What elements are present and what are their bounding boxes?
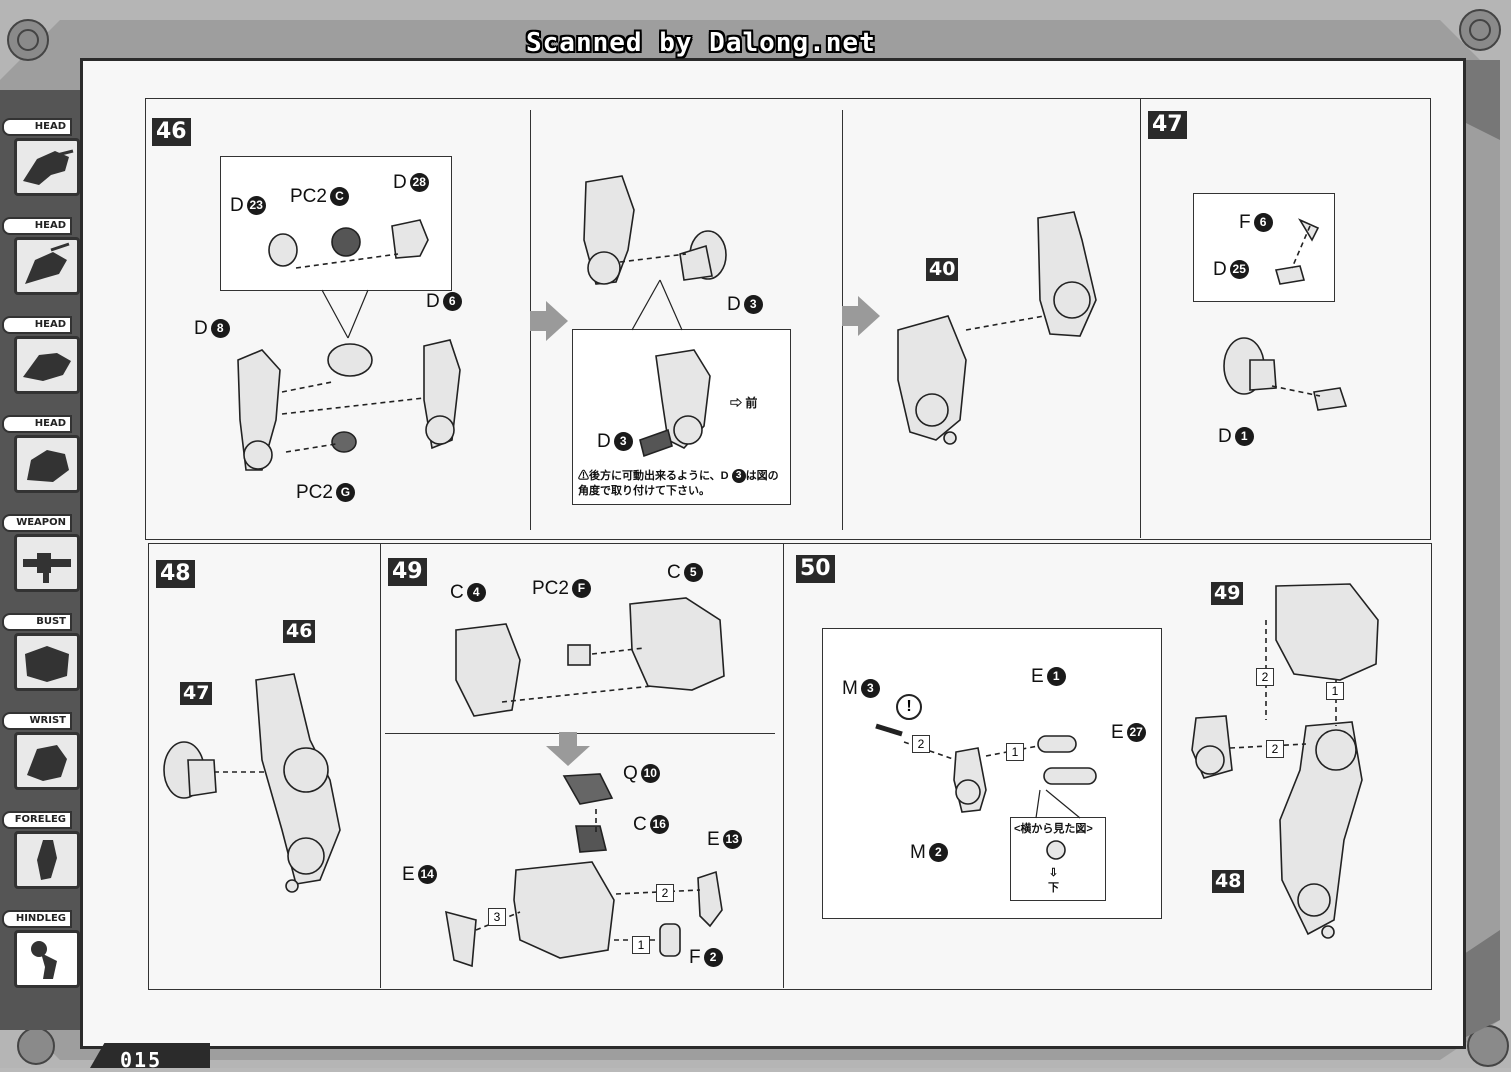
order-marker: 1 xyxy=(1326,682,1344,700)
sidebar-tab-label: BUST xyxy=(2,613,72,631)
sub-assembly-ref: 47 xyxy=(180,682,213,705)
sidebar-tab-foreleg[interactable]: FORELEG xyxy=(2,807,80,899)
sidebar-tab-head-3[interactable]: HEAD xyxy=(2,312,80,404)
sidebar-tab-label: HEAD xyxy=(2,217,72,235)
page-number-tab xyxy=(90,1043,210,1068)
step-46-number: 46 xyxy=(152,118,191,146)
sub-assembly-ref: 49 xyxy=(1211,582,1244,605)
divider xyxy=(380,543,381,988)
sidebar-tab-wrist[interactable]: WRIST xyxy=(2,708,80,800)
foreleg-icon xyxy=(14,831,80,889)
step-arrow-down xyxy=(546,732,590,766)
order-marker: 1 xyxy=(1006,743,1024,761)
page-number: 015 xyxy=(120,1048,163,1072)
sub-assembly-ref: 46 xyxy=(283,620,316,643)
bust-icon xyxy=(14,633,80,691)
order-marker: 2 xyxy=(656,884,674,902)
arrow-down-icon: ⇩ xyxy=(1048,867,1059,879)
order-marker: 2 xyxy=(912,735,930,753)
side-view-label: <横から見た図> xyxy=(1014,823,1093,835)
step-50-number: 50 xyxy=(796,555,835,583)
weapon-icon xyxy=(14,534,80,592)
sidebar-tab-head-2[interactable]: HEAD xyxy=(2,213,80,305)
sub-assembly-ref: 40 xyxy=(926,258,959,281)
sidebar-tab-hindleg[interactable]: HINDLEG xyxy=(2,906,80,998)
direction-note: ⇨ 前 xyxy=(730,396,758,410)
sidebar-tab-label: HINDLEG xyxy=(2,910,72,928)
order-marker: 3 xyxy=(488,908,506,926)
sidebar-tab-label: HEAD xyxy=(2,118,72,136)
sidebar-tab-label: FORELEG xyxy=(2,811,72,829)
head-icon xyxy=(14,138,80,196)
step-arrow-right xyxy=(530,301,568,341)
step-arrow-right xyxy=(842,296,880,336)
sidebar-tab-head-1[interactable]: HEAD xyxy=(2,114,80,206)
arrow-right-icon: ⇨ xyxy=(730,396,743,410)
divider xyxy=(783,543,784,988)
divider xyxy=(385,733,775,734)
sidebar-tab-head-4[interactable]: HEAD xyxy=(2,411,80,503)
sidebar-tab-label: WRIST xyxy=(2,712,72,730)
bottom-row-panel xyxy=(148,543,1432,990)
divider xyxy=(1140,98,1141,538)
top-row-panel xyxy=(145,98,1431,540)
caution-icon: ! xyxy=(896,694,922,720)
sub-assembly-ref: 48 xyxy=(1212,870,1245,893)
head-icon xyxy=(14,435,80,493)
scanned-by-watermark: Scanned by Dalong.net xyxy=(526,28,876,58)
sidebar-tab-label: HEAD xyxy=(2,415,72,433)
step-49-number: 49 xyxy=(388,558,427,586)
order-marker: 2 xyxy=(1266,740,1284,758)
hindleg-icon xyxy=(14,930,80,988)
head-icon xyxy=(14,336,80,394)
down-label: ⇩下 xyxy=(1048,867,1059,894)
sidebar-tab-label: WEAPON xyxy=(2,514,72,532)
order-marker: 1 xyxy=(632,936,650,954)
step-47-number: 47 xyxy=(1148,111,1187,139)
order-marker: 2 xyxy=(1256,668,1274,686)
warning-icon: ⚠ xyxy=(578,470,589,482)
sidebar-tab-bust[interactable]: BUST xyxy=(2,609,80,701)
wrist-icon xyxy=(14,732,80,790)
step-48-number: 48 xyxy=(156,560,195,588)
step-47-detail-inset xyxy=(1193,193,1335,302)
head-icon xyxy=(14,237,80,295)
sidebar-tab-weapon[interactable]: WEAPON xyxy=(2,510,80,602)
sidebar-tab-label: HEAD xyxy=(2,316,72,334)
